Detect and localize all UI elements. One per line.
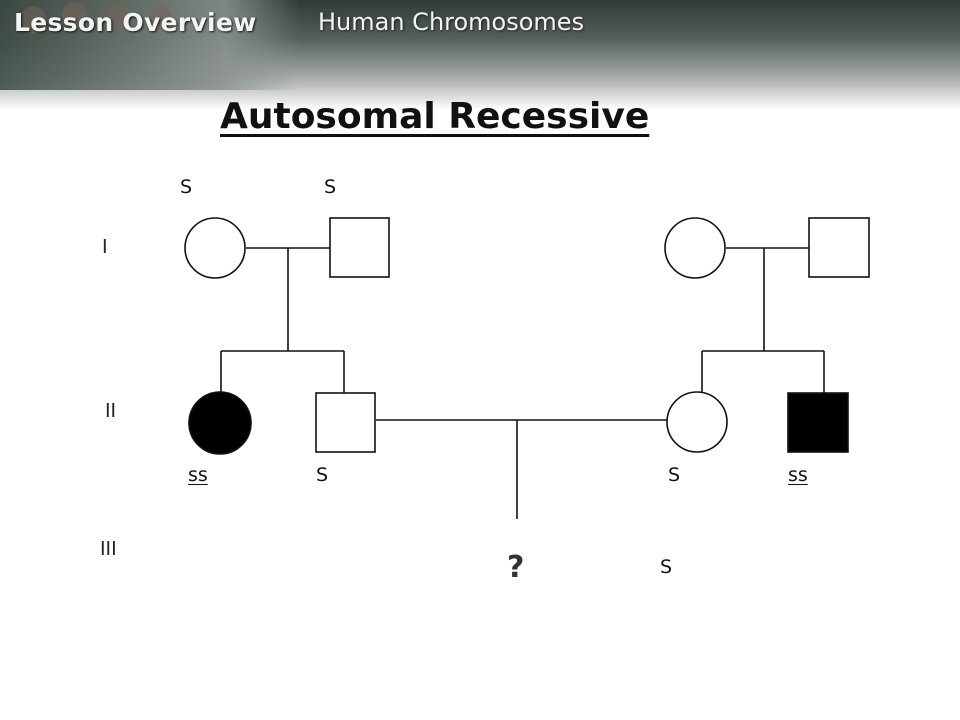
gen1-male-right-symbol <box>808 217 870 278</box>
genotype-gen3-label: S <box>660 556 673 578</box>
generation-label-iii: III <box>100 538 117 560</box>
genotype-gen2-male-left: S <box>316 464 329 486</box>
gen2-affected-female-symbol <box>188 391 252 455</box>
genotype-gen2-affected-female: ss <box>188 464 208 486</box>
header-photo-image <box>0 0 300 90</box>
slide-title: Autosomal Recessive <box>220 96 650 137</box>
lesson-overview-title: Lesson Overview <box>14 8 257 37</box>
gen1-male-left-symbol <box>329 217 390 278</box>
genotype-gen2-affected-male: ss <box>788 464 808 486</box>
section-title: Human Chromosomes <box>318 8 585 36</box>
gen2-female-right-symbol <box>666 391 728 453</box>
unknown-offspring-symbol: ? <box>507 550 525 585</box>
gen1-female-right-symbol <box>664 217 726 279</box>
generation-label-i: I <box>102 236 108 258</box>
genotype-gen2-female-right: S <box>668 464 681 486</box>
gen2-male-left-symbol <box>315 392 376 453</box>
gen1-female-left-symbol <box>184 217 246 279</box>
genotype-gen1-female-left: S <box>180 176 193 198</box>
genotype-gen1-male-left: S <box>324 176 337 198</box>
slide-header: Lesson Overview Human Chromosomes <box>0 0 960 110</box>
generation-label-ii: II <box>105 400 117 422</box>
gen2-affected-male-symbol <box>787 392 849 453</box>
